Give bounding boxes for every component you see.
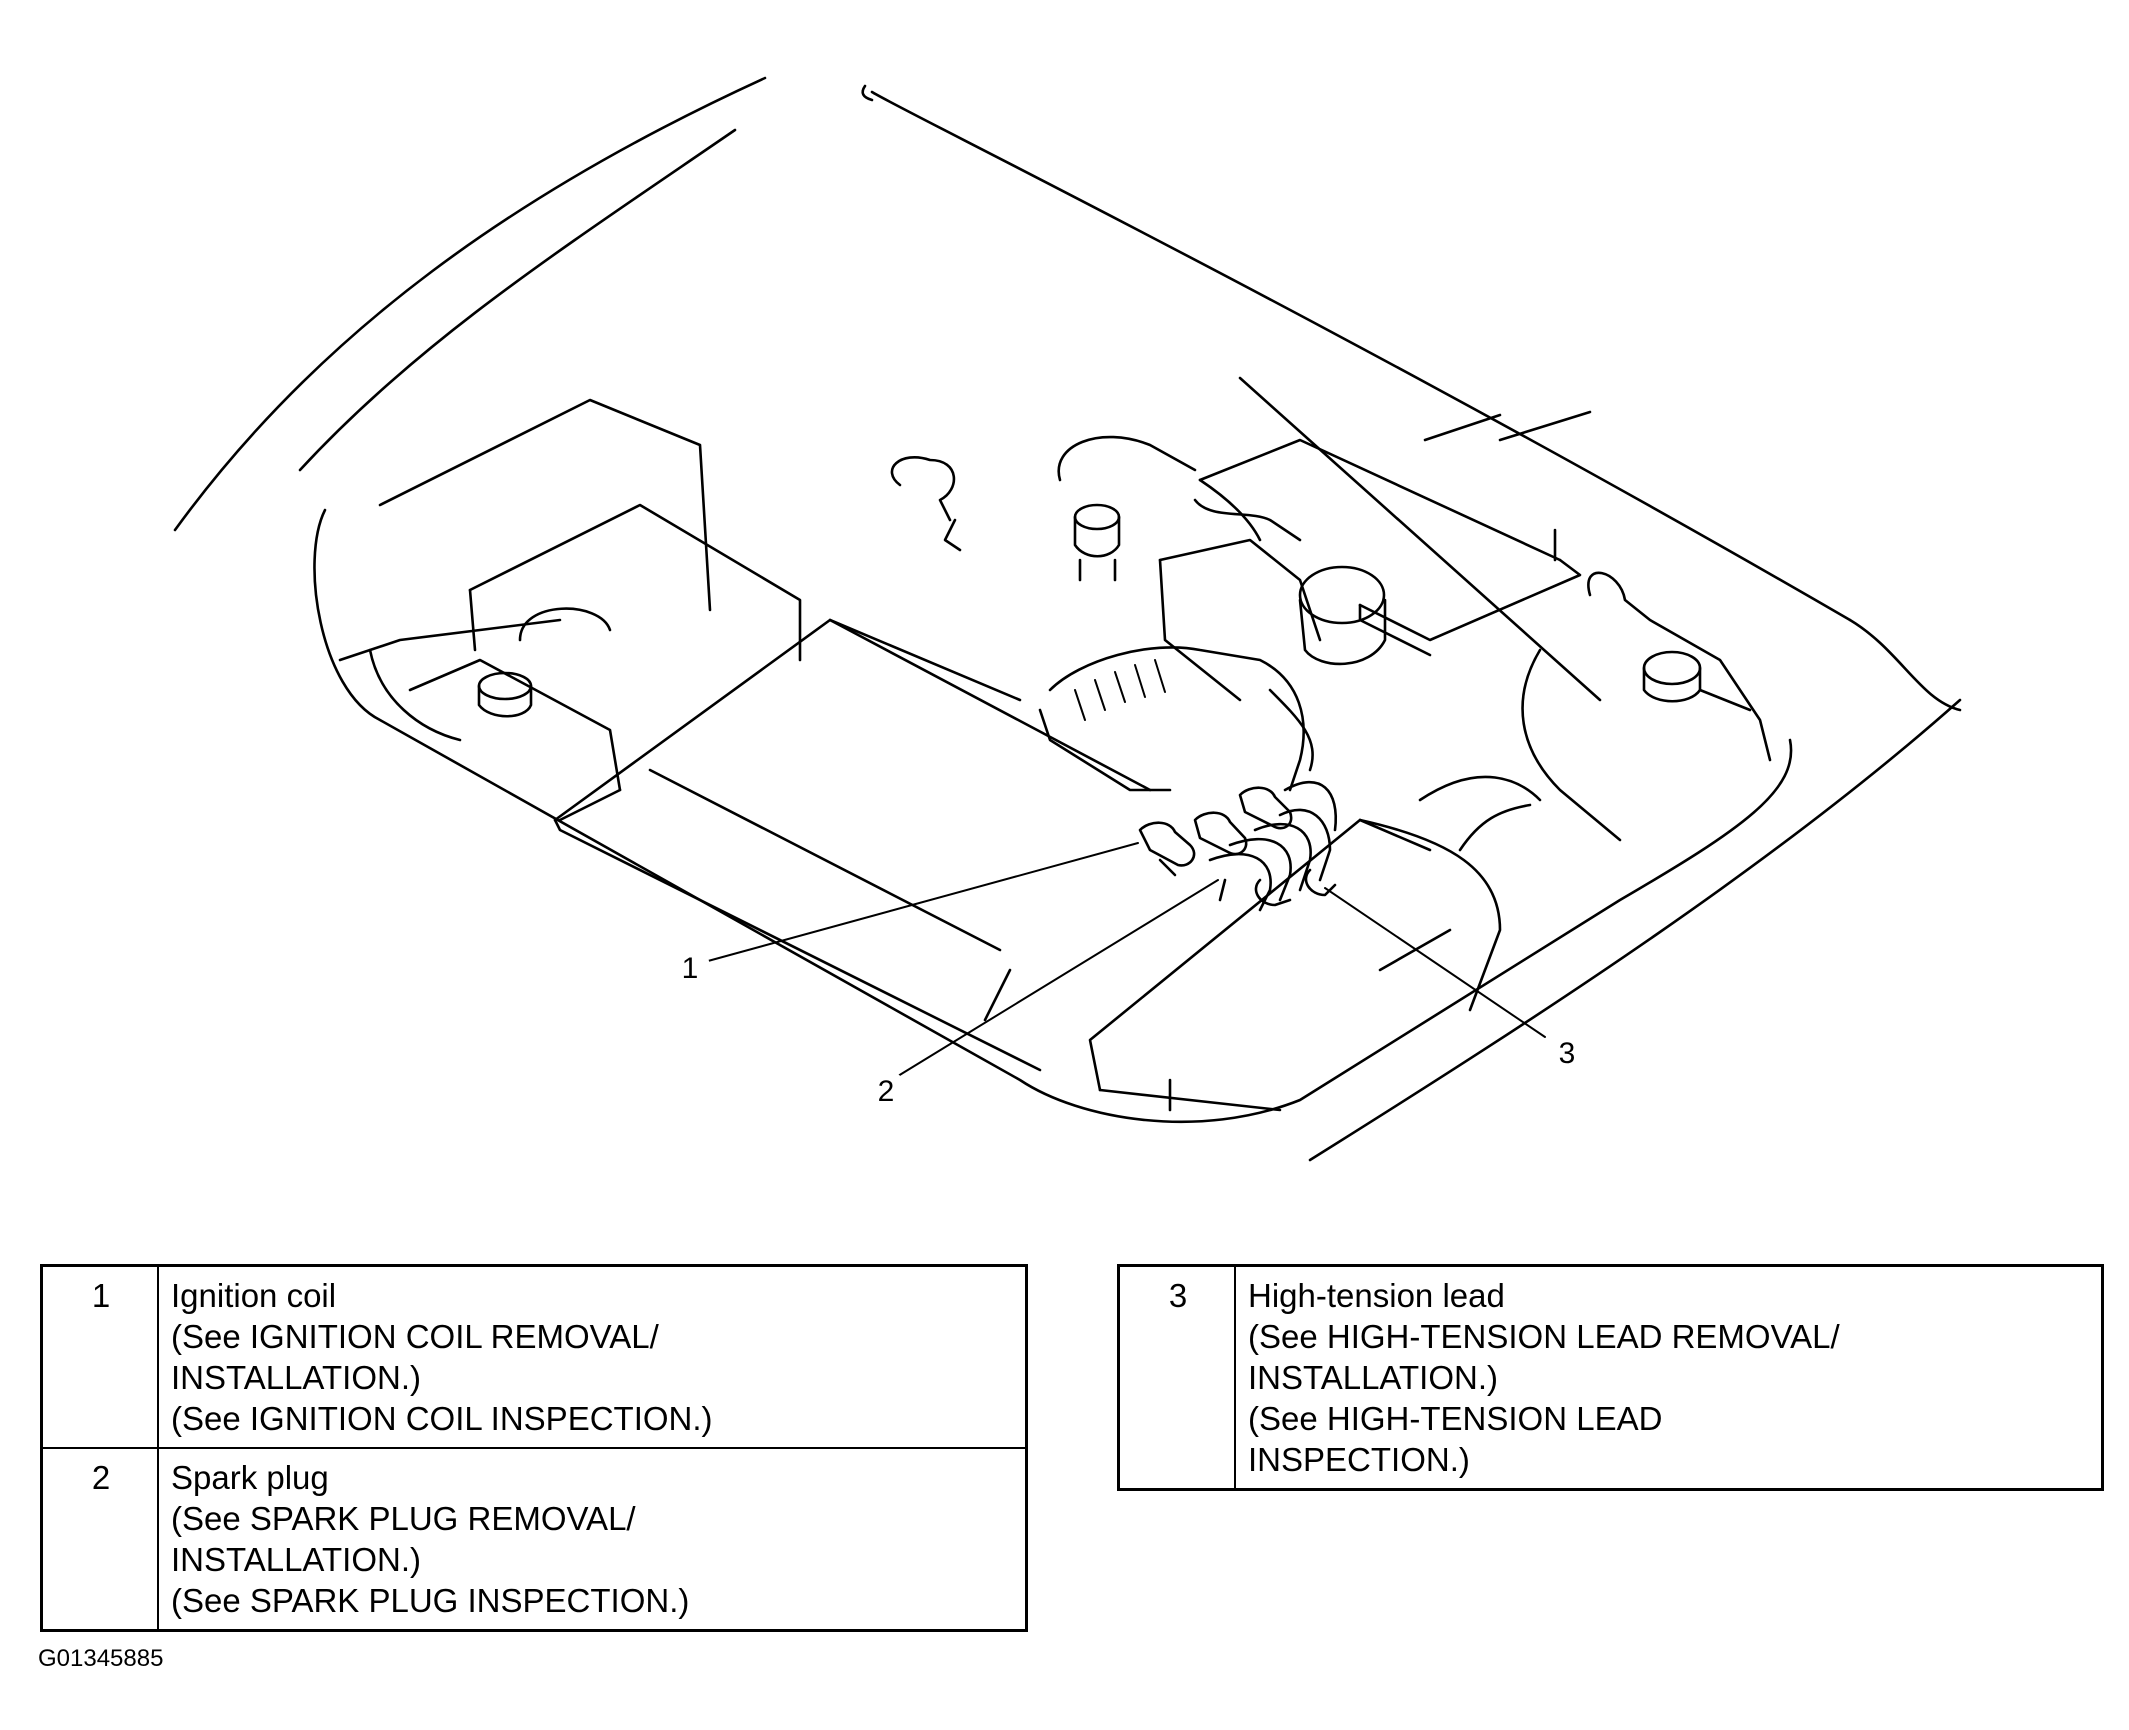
body-outline xyxy=(173,76,1962,1162)
legend-description: Spark plug (See SPARK PLUG REMOVAL/ INST… xyxy=(157,1447,1028,1632)
right-rear-box xyxy=(1198,438,1582,657)
legend-table-left: 1 Ignition coil (See IGNITION COIL REMOV… xyxy=(40,1264,1028,1632)
legend-row: 3 High-tension lead (See HIGH-TENSION LE… xyxy=(1117,1264,2104,1491)
legend-description: Ignition coil (See IGNITION COIL REMOVAL… xyxy=(157,1264,1028,1449)
callout-1: 1 xyxy=(670,947,710,987)
reservoir-caps xyxy=(890,435,1197,582)
figure-code: G01345885 xyxy=(38,1645,164,1672)
legend-number: 3 xyxy=(1117,1264,1236,1491)
ignition-coil-cluster xyxy=(1138,780,1338,912)
legend-table-right: 3 High-tension lead (See HIGH-TENSION LE… xyxy=(1117,1264,2104,1491)
legend-number: 2 xyxy=(40,1447,159,1632)
right-strut-cap xyxy=(1521,571,1772,842)
throttle-body xyxy=(1038,498,1387,792)
legend-description: High-tension lead (See HIGH-TENSION LEAD… xyxy=(1234,1264,2104,1491)
callout-1-number: 1 xyxy=(682,952,699,985)
center-cover xyxy=(553,618,1152,1072)
callout-2-number: 2 xyxy=(878,1075,895,1108)
engine-bay-tray xyxy=(313,508,1793,1124)
right-front-box xyxy=(1088,775,1542,1112)
legend-row: 2 Spark plug (See SPARK PLUG REMOVAL/ IN… xyxy=(40,1447,1028,1632)
left-box xyxy=(378,398,802,792)
callout-3: 3 xyxy=(1547,1032,1587,1072)
callout-3-number: 3 xyxy=(1559,1037,1576,1070)
legend-row: 1 Ignition coil (See IGNITION COIL REMOV… xyxy=(40,1264,1028,1449)
legend-number: 1 xyxy=(40,1264,159,1449)
callout-2: 2 xyxy=(866,1070,906,1110)
leader-lines xyxy=(707,842,1546,1077)
engine-bay-diagram: 1 2 3 xyxy=(173,76,1962,1162)
